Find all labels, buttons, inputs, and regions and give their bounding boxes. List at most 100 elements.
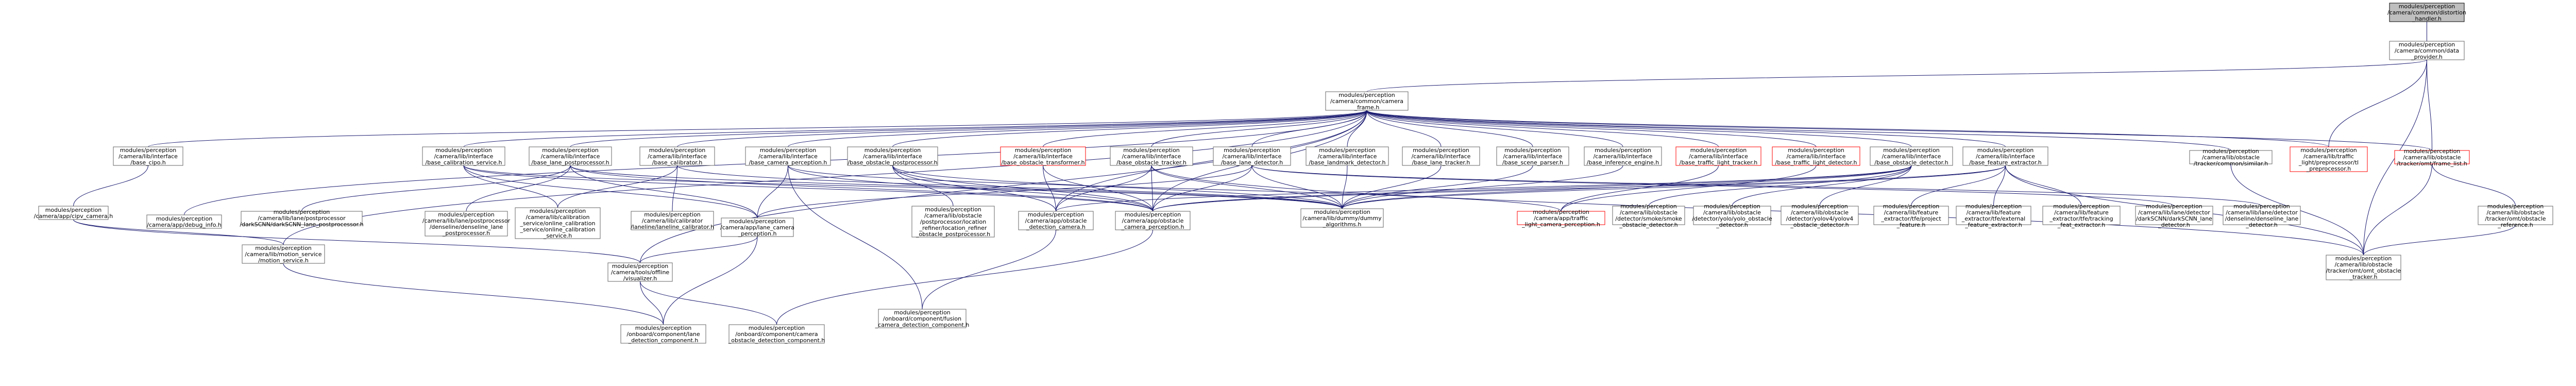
graph-node-camperc[interactable]: modules/perception/camera/lib/interface/… — [745, 146, 831, 166]
graph-node-cipo[interactable]: modules/perception/camera/lib/interface/… — [113, 146, 183, 166]
dependency-edge — [1367, 110, 1719, 147]
graph-node-landmark[interactable]: modules/perception/camera/lib/interface/… — [1306, 146, 1389, 166]
graph-node-tltrack[interactable]: modules/perception/camera/lib/interface/… — [1675, 146, 1761, 166]
node-label-line: /camera/lib/interface — [1882, 153, 1941, 160]
graph-node-frameh[interactable]: modules/perception/camera/lib/obstacle/t… — [2394, 148, 2470, 167]
graph-node-tlpreproc[interactable]: modules/perception/camera/lib/traffic_li… — [2290, 146, 2368, 172]
node-label-line: /camera/tools/offline — [611, 269, 670, 276]
node-label-line: /camera/lib/obstacle — [1703, 209, 1761, 216]
node-label-line: /camera/lib/feature — [1967, 209, 2021, 216]
graph-node-calib[interactable]: modules/perception/camera/lib/interface/… — [422, 146, 505, 166]
node-label-line: modules/perception — [2399, 3, 2455, 10]
graph-node-camobscomp[interactable]: modules/perception/onboard/component/cam… — [728, 324, 825, 344]
dependency-edge — [672, 165, 677, 212]
graph-node-debuginfo[interactable]: modules/perception/camera/app/debug_info… — [146, 214, 222, 229]
graph-node-laneline_calib[interactable]: modules/perception/camera/lib/calibrator… — [631, 211, 714, 230]
node-label-line: /tracker/omt/obstacle — [2485, 215, 2546, 222]
node-label-line: modules/perception — [542, 147, 599, 154]
dependency-edge — [1367, 110, 2231, 151]
graph-node-lanepp[interactable]: modules/perception/camera/lib/interface/… — [529, 146, 612, 166]
node-label-line: _light_camera_perception.h — [1521, 221, 1600, 228]
dependency-edge — [640, 281, 777, 325]
graph-node-omttracker[interactable]: modules/perception/camera/lib/obstacle/t… — [2326, 255, 2401, 280]
graph-node-scene[interactable]: modules/perception/camera/lib/interface/… — [1496, 146, 1569, 166]
graph-node-onlinecalib[interactable]: modules/perception/camera/lib/calibratio… — [515, 207, 601, 239]
node-label-line: modules/perception — [1338, 92, 1395, 98]
node-label-line: _service/online_calibration — [520, 226, 596, 233]
graph-node-tldet[interactable]: modules/perception/camera/lib/interface/… — [1772, 146, 1860, 166]
dependency-edge — [1056, 110, 1367, 212]
dependency-edge — [640, 281, 664, 325]
dependency-edge — [73, 165, 148, 207]
node-label-line: /camera/lib/interface — [1594, 153, 1653, 160]
graph-node-obsdetcam[interactable]: modules/perception/camera/app/obstacle_d… — [1018, 211, 1094, 230]
node-label-line: /camera/lib/lane/detector — [2226, 209, 2298, 216]
graph-node-yoloobs[interactable]: modules/perception/camera/lib/obstacle/d… — [1692, 203, 1772, 228]
node-label-line: /camera/lib/interface — [1976, 153, 2035, 160]
node-label-line: /camera/common/data — [2395, 47, 2459, 54]
dependency-edge — [1043, 165, 1056, 212]
node-label-line: _extractor/tfe/external — [1961, 215, 2025, 222]
graph-node-obstrans[interactable]: modules/perception/camera/lib/interface/… — [1000, 146, 1086, 166]
graph-node-obsref[interactable]: modules/perception/camera/lib/obstacle/t… — [2478, 203, 2553, 228]
graph-node-smokeobs[interactable]: modules/perception/camera/lib/obstacle/d… — [1612, 203, 1685, 228]
node-label-line: /camera/app/cipv_camera.h — [34, 213, 113, 220]
graph-node-motion[interactable]: modules/perception/camera/lib/motion_ser… — [242, 244, 325, 264]
graph-node-obstrack[interactable]: modules/perception/camera/lib/interface/… — [1110, 146, 1193, 166]
node-label-line: _preprocessor.h — [2306, 165, 2351, 172]
graph-node-denseline_det[interactable]: modules/perception/camera/lib/lane/detec… — [2223, 203, 2301, 228]
graph-node-projfeat[interactable]: modules/perception/camera/lib/feature_ex… — [1873, 203, 1949, 228]
node-box — [1496, 146, 1569, 166]
node-label-line: _detector.h — [1716, 222, 1748, 228]
node-label-line: _handler.h — [2412, 15, 2442, 22]
dependency-edge — [464, 165, 558, 208]
graph-node-inference[interactable]: modules/perception/camera/lib/interface/… — [1584, 146, 1662, 166]
dependency-edge — [2363, 225, 2516, 256]
graph-node-lanetrack[interactable]: modules/perception/camera/lib/interface/… — [1402, 146, 1480, 166]
graph-node-visualizer[interactable]: modules/perception/camera/tools/offline/… — [607, 262, 673, 282]
graph-node-dummy[interactable]: modules/perception/camera/lib/dummy/dumm… — [1300, 208, 1384, 228]
graph-node-obspp[interactable]: modules/perception/camera/lib/interface/… — [847, 146, 938, 166]
graph-node-darkscnn_pp[interactable]: modules/perception/camera/lib/lane/postp… — [240, 209, 363, 228]
graph-node-darkscnn_det[interactable]: modules/perception/camera/lib/lane/detec… — [2135, 203, 2213, 228]
graph-node-featext[interactable]: modules/perception/camera/lib/interface/… — [1962, 146, 2048, 166]
graph-node-extfeat[interactable]: modules/perception/camera/lib/feature_ex… — [1956, 203, 2031, 228]
graph-node-lanedet[interactable]: modules/perception/camera/lib/interface/… — [1213, 146, 1291, 166]
node-label-line: _provider.h — [2411, 54, 2443, 60]
graph-node-cframe[interactable]: modules/perception/camera/common/camera_… — [1325, 91, 1409, 111]
node-label-line: modules/perception — [156, 215, 213, 222]
graph-node-fusioncam[interactable]: modules/perception/onboard/component/fus… — [875, 309, 970, 328]
graph-node-yolov4obs[interactable]: modules/perception/camera/lib/obstacle/d… — [1781, 203, 1859, 228]
graph-node-cipocam[interactable]: modules/perception/camera/app/cipv_camer… — [34, 206, 113, 220]
node-label-line: /camera/lib/interface — [118, 153, 178, 160]
graph-node-denseline_pp[interactable]: modules/perception/camera/lib/lane/postp… — [422, 211, 511, 237]
dependency-edge — [922, 230, 1056, 310]
node-label-line: /camera/lib/interface — [648, 153, 707, 160]
graph-node-tracksim[interactable]: modules/perception/camera/lib/obstacle/t… — [2189, 148, 2273, 167]
graph-node-locrefine[interactable]: modules/perception/camera/lib/obstacle/p… — [911, 206, 995, 238]
dependency-edge — [1367, 110, 2432, 151]
dependency-edge — [1151, 110, 1367, 147]
node-box — [1213, 146, 1291, 166]
dependency-edge — [570, 165, 758, 219]
node-label-line: /denseline/denseline_lane — [2225, 215, 2299, 222]
node-label-line: /base_lane_tracker.h — [1412, 159, 1470, 166]
node-label-line: _extractor/tfe/project — [1880, 215, 1941, 222]
graph-node-lanecomp[interactable]: modules/perception/onboard/component/lan… — [620, 324, 706, 344]
node-box — [242, 244, 325, 264]
graph-node-trackfeat[interactable]: modules/perception/camera/lib/feature_ex… — [2042, 203, 2121, 228]
graph-node-proto[interactable]: modules/perception/camera/common/data_pr… — [2389, 41, 2465, 60]
dependency-edge — [570, 110, 1367, 147]
graph-node-tlcamperc[interactable]: modules/perception/camera/app/traffic_li… — [1517, 209, 1605, 228]
node-label-line: _reference.h — [2497, 222, 2533, 228]
node-label-line: modules/perception — [1314, 209, 1370, 215]
graph-node-lanecamperc[interactable]: modules/perception/camera/app/lane_camer… — [720, 217, 794, 237]
node-label-line: /camera/lib/interface — [1787, 153, 1846, 160]
node-label-line: /base_obstacle_postprocessor.h — [848, 159, 937, 166]
graph-node-obsdet[interactable]: modules/perception/camera/lib/interface/… — [1870, 146, 1953, 166]
graph-node-calibrator[interactable]: modules/perception/camera/lib/interface/… — [639, 146, 715, 166]
node-label-line: modules/perception — [760, 147, 817, 154]
node-label-line: modules/perception — [1883, 203, 1940, 210]
graph-node-obscamperc[interactable]: modules/perception/camera/app/obstacle_c… — [1115, 211, 1191, 230]
